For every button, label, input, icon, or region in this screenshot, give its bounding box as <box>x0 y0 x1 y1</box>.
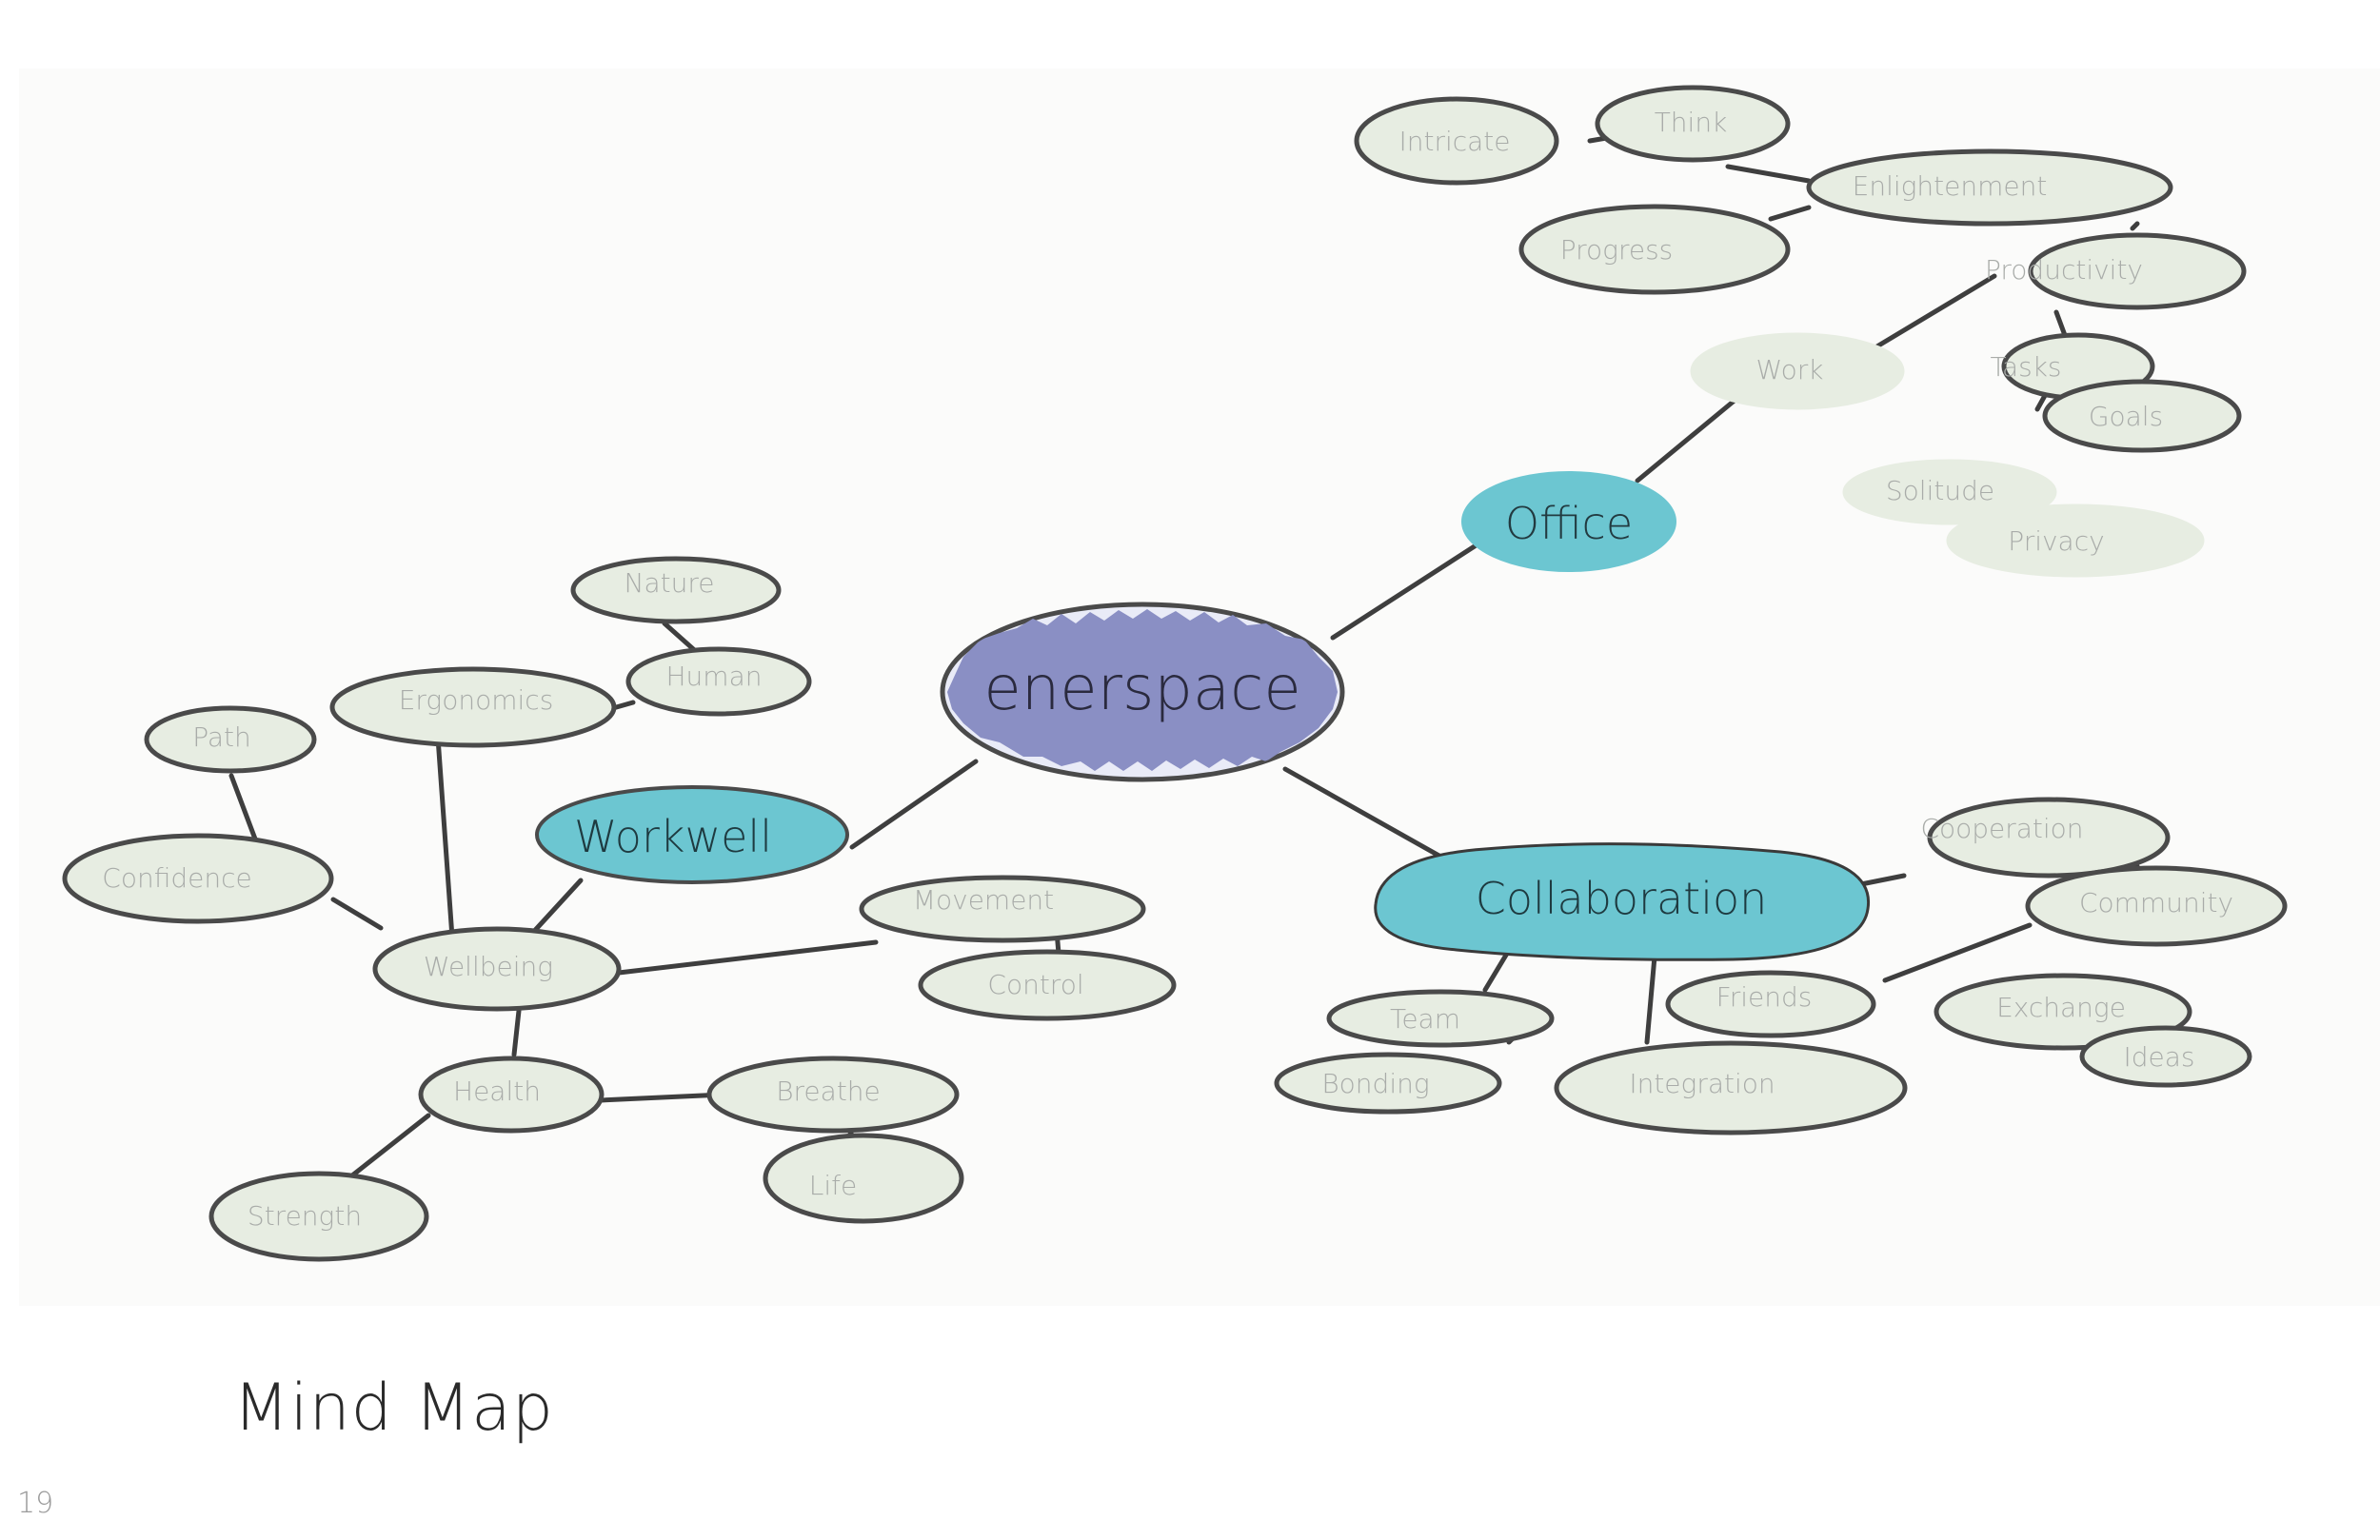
edge-collab-integration <box>1644 954 1657 1045</box>
human-label: Human <box>666 661 763 692</box>
ideas-label: Ideas <box>2123 1041 2194 1073</box>
collaboration-label: Collaboration <box>1476 873 1768 924</box>
path-label: Path <box>192 721 251 753</box>
intricate-label: Intricate <box>1398 126 1510 157</box>
edge-wellbeing-health <box>511 1008 522 1057</box>
privacy-label: Privacy <box>2008 525 2104 557</box>
health-label: Health <box>453 1076 541 1107</box>
wellbeing-label: Wellbeing <box>424 951 553 982</box>
edge-ergonomics-wellbeing <box>435 735 455 940</box>
edge-enerspace-workwell <box>849 759 979 850</box>
node-breathe: Breathe <box>706 1056 960 1134</box>
community-label: Community <box>2079 887 2233 918</box>
node-office: Office <box>1461 471 1676 572</box>
edge-office-work <box>1635 387 1750 484</box>
edge-community-friends <box>1882 922 2033 983</box>
breathe-label: Breathe <box>776 1076 881 1107</box>
cooperation-label: Cooperation <box>1920 813 2083 844</box>
edge-wellbeing-movement <box>616 939 879 976</box>
node-friends: Friends <box>1665 970 1876 1038</box>
node-cooperation: Cooperation <box>1920 797 2171 879</box>
node-movement: Movement <box>859 875 1146 943</box>
connector-lines <box>228 132 2140 1178</box>
office-label: Office <box>1505 498 1633 549</box>
page-number: 19 <box>17 1487 54 1520</box>
exchange-label: Exchange <box>1996 992 2126 1023</box>
life-label: Life <box>809 1170 857 1201</box>
friends-label: Friends <box>1716 981 1813 1013</box>
node-confidence: Confidence <box>62 833 334 924</box>
node-intricate: Intricate <box>1354 96 1559 186</box>
node-goals: Goals <box>2042 379 2242 453</box>
goals-label: Goals <box>2089 401 2163 432</box>
tasks-label: Tasks <box>1990 351 2061 383</box>
node-health: Health <box>418 1056 605 1134</box>
node-control: Control <box>918 949 1177 1021</box>
node-path: Path <box>144 705 317 774</box>
strength-label: Strength <box>248 1200 362 1232</box>
node-community: Community <box>2025 865 2288 947</box>
control-label: Control <box>987 969 1083 1000</box>
movement-label: Movement <box>913 884 1054 916</box>
node-human: Human <box>625 646 812 717</box>
edge-think-enlightenment <box>1725 164 1812 184</box>
node-collaboration: Collaboration <box>1374 842 1871 961</box>
edge-health-strength <box>349 1113 431 1178</box>
leaf-nodes: Intricate Think Enlightenment Progress P… <box>62 85 2288 1262</box>
workwell-label: Workwell <box>574 811 772 862</box>
integration-label: Integration <box>1629 1068 1775 1099</box>
progress-label: Progress <box>1560 234 1674 266</box>
enlightenment-label: Enlightenment <box>1853 170 2048 202</box>
team-label: Team <box>1390 1003 1460 1035</box>
edge-progress-enlightenment <box>1768 205 1812 222</box>
edge-workwell-wellbeing <box>526 878 584 940</box>
node-solitude: Solitude <box>1842 459 2057 525</box>
work-label: Work <box>1756 354 1824 385</box>
productivity-label: Productivity <box>1985 254 2143 286</box>
edge-productivity-enlightenment <box>2130 221 2140 231</box>
bonding-label: Bonding <box>1321 1068 1429 1099</box>
node-team: Team <box>1326 989 1555 1048</box>
node-work: Work <box>1690 332 1905 410</box>
node-enerspace: enerspace <box>940 602 1345 782</box>
node-productivity: Productivity <box>1985 232 2247 310</box>
node-ergonomics: Ergonomics <box>329 666 617 748</box>
edge-health-breathe <box>597 1092 726 1103</box>
node-progress: Progress <box>1518 204 1791 295</box>
edge-enerspace-collaboration <box>1282 766 1469 874</box>
node-strength: Strength <box>208 1171 429 1262</box>
ergonomics-label: Ergonomics <box>399 684 554 716</box>
node-bonding: Bonding <box>1274 1052 1502 1115</box>
node-workwell: Workwell <box>535 785 849 884</box>
node-enlightenment: Enlightenment <box>1806 148 2173 227</box>
edge-enerspace-office <box>1330 540 1483 641</box>
node-nature: Nature <box>570 556 782 624</box>
edge-work-productivity <box>1873 273 1997 350</box>
think-label: Think <box>1655 107 1728 138</box>
enerspace-label: enerspace <box>983 654 1300 724</box>
node-privacy: Privacy <box>1946 503 2205 578</box>
page-title: Mind Map <box>233 1371 554 1446</box>
solitude-label: Solitude <box>1886 475 1994 506</box>
node-integration: Integration <box>1554 1040 1908 1135</box>
confidence-label: Confidence <box>102 862 251 894</box>
node-think: Think <box>1595 85 1791 163</box>
node-ideas: Ideas <box>2079 1025 2252 1088</box>
node-wellbeing: Wellbeing <box>372 926 622 1012</box>
nature-label: Nature <box>625 567 715 599</box>
node-life: Life <box>763 1133 964 1224</box>
edge-confidence-wellbeing <box>330 897 384 931</box>
